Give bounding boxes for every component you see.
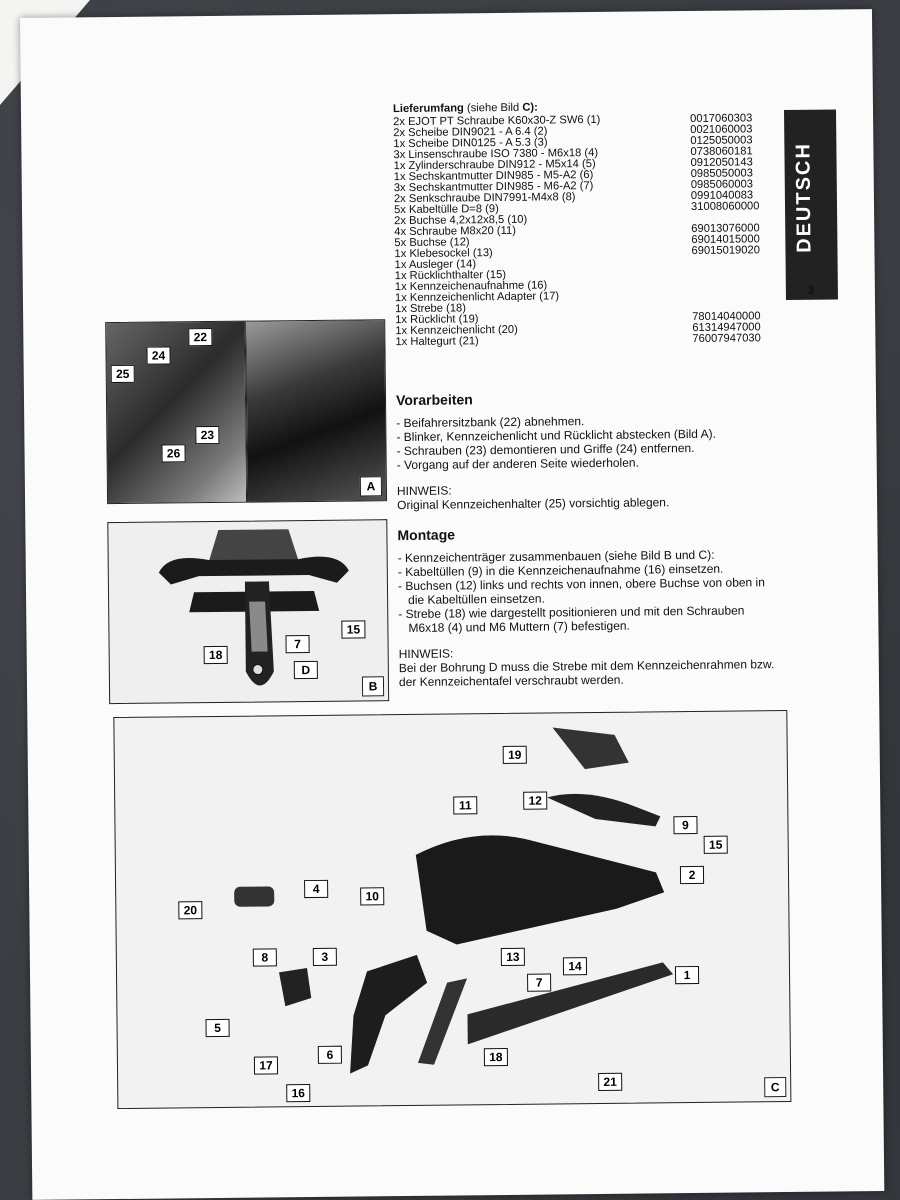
plate-mount-16 [350, 954, 428, 1074]
callout-15: 15 [703, 835, 728, 854]
language-label: DEUTSCH [792, 141, 816, 253]
figure-a: A [245, 319, 388, 503]
callout-16: 16 [286, 1084, 311, 1103]
strut-18 [249, 601, 268, 652]
callout-20: 20 [178, 901, 203, 920]
callout-9: 9 [673, 815, 698, 835]
motorcycle-under-seat-photo [246, 320, 387, 502]
callout-10: 10 [360, 887, 385, 906]
part-number [692, 278, 770, 290]
step: - Vorgang auf der anderen Seite wiederho… [396, 455, 639, 473]
callout-2: 2 [679, 865, 705, 885]
tail-light-shape [208, 529, 299, 563]
callout-26: 26 [161, 444, 186, 463]
callout-3: 3 [312, 947, 337, 966]
step: - Buchsen (12) links und rechts von inne… [397, 575, 765, 607]
parts-row: 1x Haltegurt (21) 76007947030 [395, 332, 770, 349]
part-number: 31008060000 [690, 200, 760, 213]
part-number [692, 267, 770, 279]
figure-letter: B [361, 676, 385, 697]
vorarbeiten-title: Vorarbeiten [395, 391, 473, 409]
callout-25: 25 [110, 364, 135, 384]
note-text: Bei der Bohrung D muss die Strebe mit de… [398, 657, 775, 690]
figure-letter: A [359, 476, 383, 497]
callout-11: 11 [453, 796, 478, 815]
exploded-parts-drawing [234, 727, 674, 1074]
motorcycle-rear-photo [106, 321, 247, 504]
strap-21 [467, 962, 674, 1045]
page-number: 3 [807, 282, 815, 297]
instruction-sheet: DEUTSCH 3 Lieferumfang (siehe Bild C): 2… [20, 9, 885, 1200]
figure-c-exploded-view: 19 12 11 9 15 2 20 4 10 3 8 13 14 7 1 5 … [113, 710, 792, 1110]
part-number [692, 289, 770, 301]
strut-18 [417, 978, 468, 1065]
callout-1: 1 [674, 965, 700, 985]
callout-D: D [293, 660, 318, 680]
callout-23: 23 [195, 425, 220, 445]
figure-a-photo-left: 22 24 25 23 26 [105, 320, 248, 505]
light-holder-15 [547, 793, 661, 827]
parts-list: Lieferumfang (siehe Bild C): 2x EJOT PT … [393, 100, 771, 349]
part-number [692, 256, 770, 268]
callout-14: 14 [562, 957, 588, 976]
callout-18: 18 [203, 645, 228, 665]
callout-5: 5 [205, 1018, 230, 1038]
callout-13: 13 [500, 947, 525, 967]
step: - Strebe (18) wie dargestellt positionie… [398, 603, 745, 635]
callout-17: 17 [253, 1056, 279, 1075]
plate-holder-drawing [158, 529, 349, 686]
part-number: 76007947030 [692, 332, 761, 345]
callout-8: 8 [252, 948, 277, 967]
vorarbeiten-steps: - Beifahrersitzbank (22) abnehmen. - Bli… [396, 412, 777, 512]
callout-4: 4 [304, 879, 329, 899]
parts-rows: 2x EJOT PT Schraube K60x30-Z SW6 (1)0017… [393, 112, 770, 349]
montage-steps: - Kennzeichenträger zusammenbauen (siehe… [398, 547, 784, 689]
callout-6: 6 [317, 1045, 342, 1064]
arm-14 [415, 835, 665, 945]
figure-b: 15 7 18 D B [107, 519, 390, 705]
callout-15: 15 [341, 620, 366, 639]
callout-24: 24 [146, 346, 171, 365]
callout-21: 21 [598, 1072, 623, 1092]
callout-7: 7 [527, 973, 552, 992]
tail-light-19 [552, 727, 629, 770]
language-tab: DEUTSCH [784, 109, 838, 300]
adapter-17 [279, 968, 312, 1007]
callout-7: 7 [285, 635, 310, 654]
note-text: Original Kennzeichenhalter (25) vorsicht… [397, 495, 670, 513]
callout-22: 22 [188, 328, 213, 347]
callout-12: 12 [523, 791, 548, 810]
tail-light-bracket [158, 556, 349, 585]
montage-title: Montage [397, 526, 456, 544]
part-description: 1x Haltegurt (21) [395, 335, 479, 349]
part-number: 69015019020 [691, 244, 760, 257]
figure-letter: C [764, 1077, 787, 1098]
callout-19: 19 [502, 745, 527, 764]
callout-18: 18 [483, 1047, 509, 1067]
plate-light-20 [234, 886, 275, 907]
